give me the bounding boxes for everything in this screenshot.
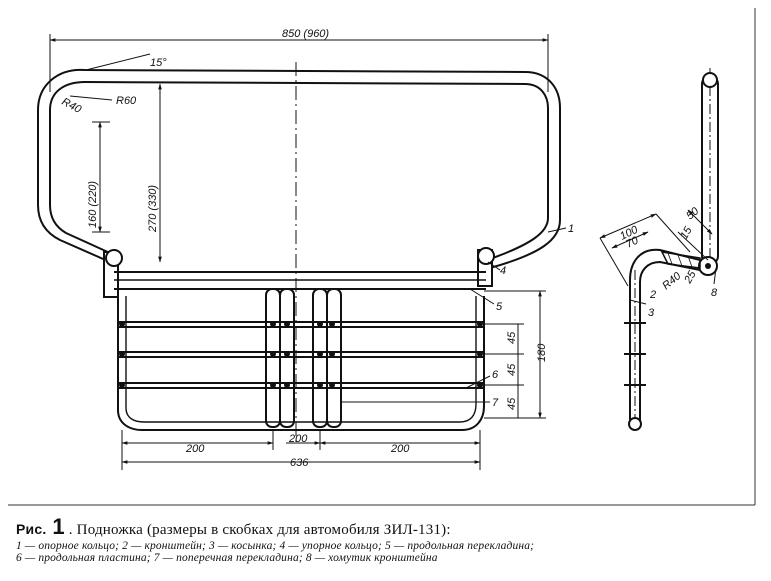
dim-r60: R60	[116, 95, 137, 107]
support-ring-inner	[49, 80, 549, 260]
caption-text: . Подножка (размеры в скобках для автомо…	[68, 522, 451, 538]
dim-side-50: 50	[684, 205, 702, 223]
dim-center-span: 200	[288, 433, 308, 445]
step-frame	[117, 296, 485, 431]
step-frame-inner	[125, 296, 477, 423]
callout-3: 3	[648, 307, 655, 319]
dim-r40: R40	[60, 96, 84, 116]
caption-title-line: Рис. 1 . Подножка (размеры в скобках для…	[16, 514, 766, 540]
callout-6: 6	[492, 369, 499, 381]
dim-angle: 15°	[150, 57, 167, 69]
side-view	[599, 68, 719, 431]
dim-side-70: 70	[624, 234, 641, 251]
dim-step-height: 180	[536, 343, 548, 362]
callout-5: 5	[496, 301, 503, 313]
dim-right-span: 200	[390, 443, 410, 455]
callout-4: 4	[500, 265, 506, 277]
left-thrust-ring	[105, 249, 123, 267]
dim-overall-width: 850 (960)	[282, 28, 329, 40]
cross-members	[265, 288, 342, 428]
step-plates	[118, 321, 484, 389]
plate-rivets	[119, 321, 483, 388]
figure-prefix: Рис.	[16, 521, 47, 537]
dim-side-25: 25	[682, 268, 699, 286]
dim-spacing-2: 45	[506, 363, 518, 376]
support-ring-outer	[37, 68, 561, 269]
dim-inner-height: 160 (220)	[87, 181, 99, 228]
technical-drawing: 850 (960) 15° R60 R40 160 (220) 270 (330…	[8, 8, 756, 506]
dim-side-r40: R40	[660, 270, 684, 293]
dim-spacing-3: 45	[506, 397, 518, 410]
callout-1: 1	[568, 223, 574, 235]
figure-number: 1	[52, 514, 65, 539]
dim-side-15: 15	[678, 224, 695, 241]
right-thrust-ring	[477, 247, 495, 265]
legend-line-1: 1 — опорное кольцо; 2 — кронштейн; 3 — к…	[16, 540, 535, 552]
callout-2: 2	[649, 289, 656, 301]
dim-outer-height: 270 (330)	[147, 185, 159, 233]
callout-8: 8	[711, 287, 718, 299]
callout-7: 7	[492, 397, 499, 409]
dim-spacing-1: 45	[506, 331, 518, 344]
figure-caption: Рис. 1 . Подножка (размеры в скобках для…	[16, 514, 766, 564]
dim-left-span: 200	[185, 443, 205, 455]
legend-line-2: 6 — продольная пластина; 7 — поперечная …	[16, 552, 438, 564]
dim-step-width: 636	[290, 457, 309, 469]
